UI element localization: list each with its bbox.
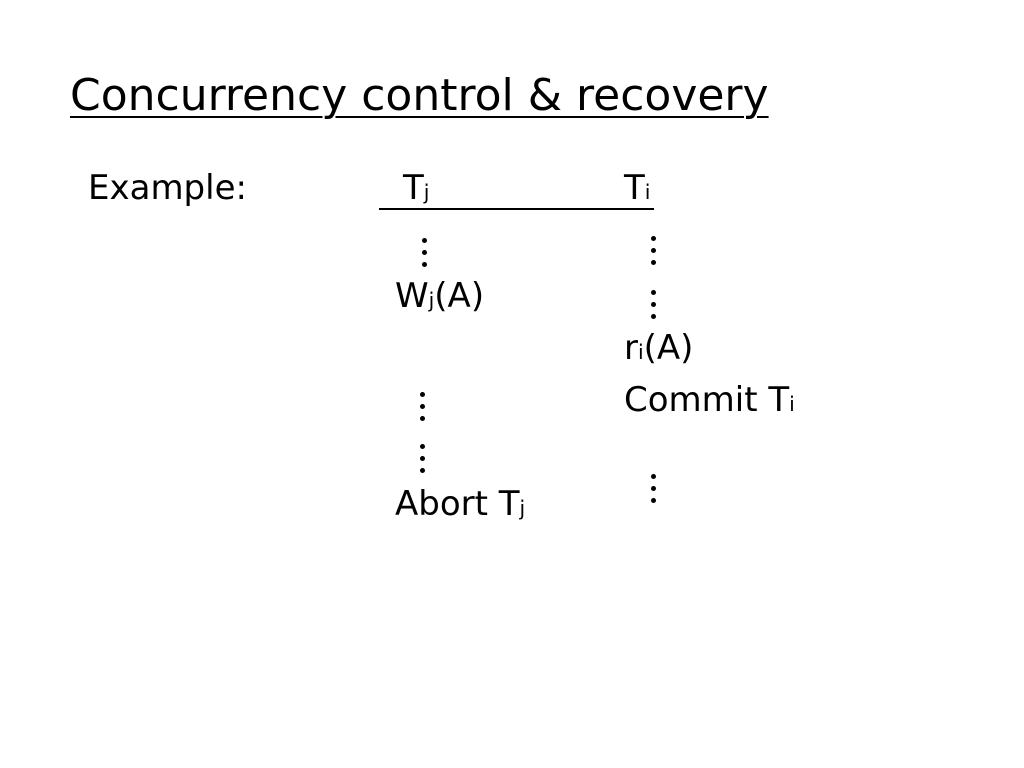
vertical-ellipsis-icon: [651, 236, 657, 272]
tj-write-sub: j: [428, 288, 435, 312]
vertical-ellipsis-icon: [651, 474, 657, 510]
tj-write-rest: (A): [434, 276, 485, 316]
tj-abort-base: Abort T: [395, 484, 520, 524]
ti-commit-base: Commit T: [624, 380, 790, 420]
slide-title: Concurrency control & recovery: [70, 70, 769, 121]
tj-abort-op: Abort Tj: [395, 484, 525, 528]
header-underline: [379, 208, 654, 210]
tj-write-base: W: [395, 276, 429, 316]
vertical-ellipsis-icon: [420, 444, 426, 480]
ti-header-base: T: [624, 168, 645, 208]
ti-read-op: ri(A): [624, 328, 693, 372]
tj-abort-sub: j: [519, 496, 526, 520]
vertical-ellipsis-icon: [422, 238, 428, 274]
tj-header: Tj: [403, 168, 429, 212]
example-label: Example:: [88, 168, 247, 208]
tj-write-op: Wj(A): [395, 276, 484, 320]
ti-commit-op: Commit Ti: [624, 380, 795, 424]
vertical-ellipsis-icon: [420, 392, 426, 428]
ti-commit-sub: i: [789, 392, 795, 416]
ti-read-sub: i: [637, 340, 644, 364]
tj-header-sub: j: [423, 180, 430, 204]
ti-header: Ti: [624, 168, 650, 212]
ti-read-base: r: [624, 328, 638, 368]
vertical-ellipsis-icon: [651, 290, 657, 326]
tj-header-base: T: [403, 168, 424, 208]
ti-read-rest: (A): [643, 328, 694, 368]
ti-header-sub: i: [644, 180, 651, 204]
